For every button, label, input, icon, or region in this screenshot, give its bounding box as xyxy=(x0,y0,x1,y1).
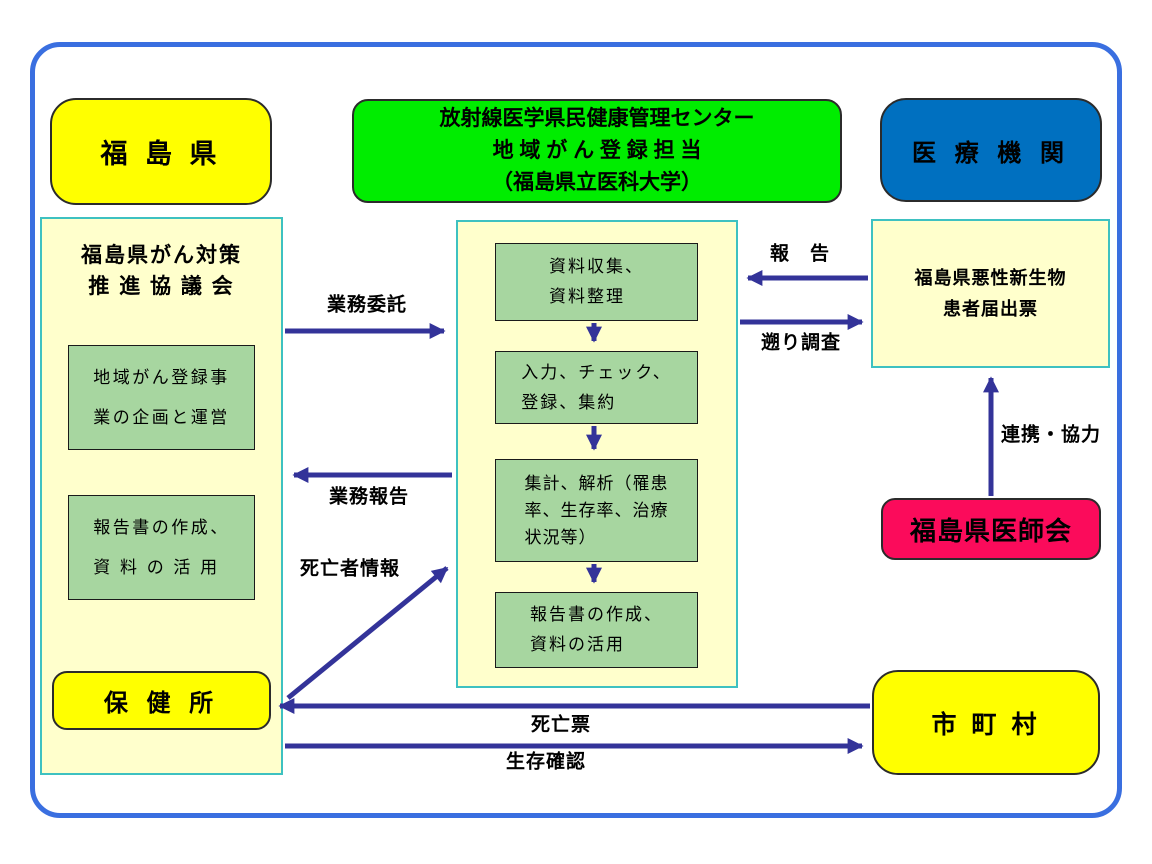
cancer-council-title: 福島県がん対策 推 進 協 議 会 xyxy=(40,240,283,302)
node-label: 医 療 機 関 xyxy=(911,139,1070,167)
node-health-center: 保 健 所 xyxy=(52,671,271,730)
node-council-task-report: 報告書の作成、 資 料 の 活 用 xyxy=(68,495,255,600)
process-create-report: 報告書の作成、 資料の活用 xyxy=(495,592,698,668)
label-death-certificate: 死亡票 xyxy=(530,714,592,736)
label-business-report: 業務報告 xyxy=(328,486,410,508)
node-medical-association: 福島県医師会 xyxy=(881,498,1101,560)
process-line: 入力、チェック、 xyxy=(521,362,672,382)
process-line: 状況等） xyxy=(524,528,597,547)
node-fukushima-prefecture: 福 島 県 xyxy=(50,98,272,205)
process-line: 報告書の作成、 xyxy=(530,605,663,624)
node-label-line: 放射線医学県民健康管理センター xyxy=(439,107,755,130)
process-line: 資料整理 xyxy=(549,287,625,306)
process-line: 率、生存率、治療 xyxy=(524,501,669,520)
label-report: 報 告 xyxy=(769,243,831,265)
node-label: 福島県医師会 xyxy=(909,515,1072,546)
title-line: 推 進 協 議 会 xyxy=(88,275,235,298)
label-cooperation: 連携・協力 xyxy=(1000,424,1102,446)
container-notification-form: 福島県悪性新生物 患者届出票 xyxy=(871,219,1110,368)
form-line: 患者届出票 xyxy=(943,298,1038,319)
process-tabulate-analyze: 集計、解析（罹患 率、生存率、治療 状況等） xyxy=(495,459,698,562)
node-label: 保 健 所 xyxy=(103,690,220,717)
label-deceased-info: 死亡者情報 xyxy=(299,558,401,580)
process-line: 集計、解析（罹患 xyxy=(524,474,669,493)
node-label: 福 島 県 xyxy=(100,139,222,169)
node-radiation-medicine-center: 放射線医学県民健康管理センター 地 域 が ん 登 録 担 当 （福島県立医科大… xyxy=(352,99,842,203)
process-line: 資料収集、 xyxy=(549,257,644,276)
task-line: 報告書の作成、 xyxy=(93,517,230,537)
process-input-check-register: 入力、チェック、 登録、集約 xyxy=(495,351,698,424)
node-label: 市 町 村 xyxy=(931,710,1041,739)
node-label-line: （福島県立医科大学） xyxy=(492,171,702,194)
process-collect-materials: 資料収集、 資料整理 xyxy=(495,243,698,321)
process-line: 登録、集約 xyxy=(521,392,617,412)
node-label-line: 地 域 が ん 登 録 担 当 xyxy=(492,139,702,162)
title-line: 福島県がん対策 xyxy=(81,244,242,267)
outer-frame xyxy=(30,42,1122,818)
process-line: 資料の活用 xyxy=(530,635,625,654)
task-line: 地域がん登録事 xyxy=(93,367,230,387)
label-business-consignment: 業務委託 xyxy=(326,294,408,316)
form-line: 福島県悪性新生物 xyxy=(914,267,1067,288)
node-medical-institutions: 医 療 機 関 xyxy=(880,98,1102,202)
node-municipalities: 市 町 村 xyxy=(872,670,1100,775)
node-council-task-planning: 地域がん登録事 業の企画と運営 xyxy=(68,345,255,450)
label-survival-confirmation: 生存確認 xyxy=(505,751,587,773)
task-line: 業の企画と運営 xyxy=(93,407,230,427)
label-retrospective-survey: 遡り調査 xyxy=(760,332,842,354)
task-line: 資 料 の 活 用 xyxy=(93,557,220,577)
